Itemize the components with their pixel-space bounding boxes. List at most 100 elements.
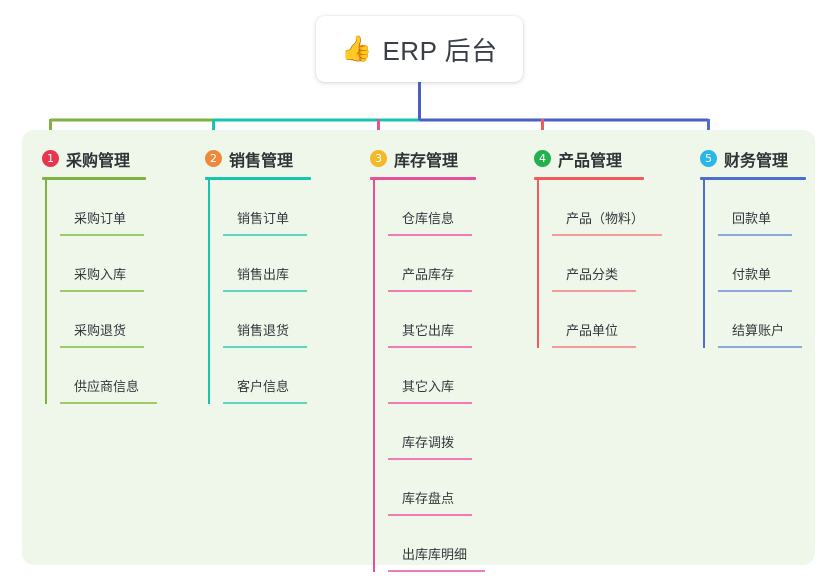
leaf-item[interactable]: 销售退货 [223, 292, 311, 348]
branch-header-underline [534, 177, 644, 180]
leaf-item-label: 回款单 [732, 211, 772, 226]
leaf-item-underline [388, 234, 472, 236]
branch-number-badge: 3 [370, 150, 387, 167]
leaf-item[interactable]: 结算账户 [718, 292, 806, 348]
leaf-item-label: 产品单位 [566, 323, 619, 338]
branch-number-badge: 2 [205, 150, 222, 167]
leaf-item[interactable]: 仓库信息 [388, 180, 476, 236]
branch-number-badge: 4 [534, 150, 551, 167]
leaf-item[interactable]: 客户信息 [223, 348, 311, 404]
leaf-item[interactable]: 产品单位 [552, 292, 644, 348]
leaf-item-underline [223, 346, 307, 348]
leaf-item-underline [552, 290, 636, 292]
branch-header-underline [42, 177, 146, 180]
branch-title: 产品管理 [558, 152, 623, 170]
leaf-item[interactable]: 库存调拨 [388, 404, 476, 460]
branch-column-5: 5 财务管理回款单付款单结算账户 [700, 146, 806, 348]
branch-spine [373, 180, 375, 572]
leaf-item-label: 出库库明细 [402, 547, 468, 562]
branch-header-underline [370, 177, 476, 180]
leaf-item[interactable]: 产品分类 [552, 236, 644, 292]
branch-header-4[interactable]: 4 产品管理 [534, 146, 644, 171]
branch-number-badge: 1 [42, 150, 59, 167]
leaf-item-underline [60, 290, 144, 292]
leaf-item-label: 结算账户 [732, 323, 785, 338]
leaf-item-label: 采购订单 [74, 211, 127, 226]
leaf-item-underline [60, 234, 144, 236]
leaf-item-label: 采购退货 [74, 323, 127, 338]
leaf-item[interactable]: 采购退货 [60, 292, 146, 348]
leaf-item-underline [718, 346, 802, 348]
leaf-item-label: 客户信息 [237, 379, 290, 394]
leaf-item-label: 采购入库 [74, 267, 127, 282]
branch-title: 销售管理 [229, 152, 294, 170]
branch-leaf-list: 销售订单销售出库销售退货客户信息 [205, 180, 311, 404]
branch-number-badge: 5 [700, 150, 717, 167]
branch-spine [208, 180, 210, 404]
leaf-item-underline [718, 290, 792, 292]
branch-header-3[interactable]: 3 库存管理 [370, 146, 476, 171]
branch-column-3: 3 库存管理仓库信息产品库存其它出库其它入库库存调拨库存盘点出库库明细 [370, 146, 485, 572]
leaf-item[interactable]: 库存盘点 [388, 460, 476, 516]
branch-spine [537, 180, 539, 348]
leaf-item-underline [223, 402, 307, 404]
branch-header-5[interactable]: 5 财务管理 [700, 146, 806, 171]
leaf-item-label: 其它出库 [402, 323, 455, 338]
leaf-item-underline [223, 290, 307, 292]
leaf-item[interactable]: 销售订单 [223, 180, 311, 236]
branch-leaf-list: 回款单付款单结算账户 [700, 180, 806, 348]
branch-column-1: 1 采购管理采购订单采购入库采购退货供应商信息 [42, 146, 157, 404]
branch-header-1[interactable]: 1 采购管理 [42, 146, 146, 171]
leaf-item[interactable]: 付款单 [718, 236, 806, 292]
leaf-item-underline [388, 402, 472, 404]
leaf-item-underline [552, 346, 636, 348]
branch-title: 采购管理 [66, 152, 131, 170]
branch-column-4: 4 产品管理产品（物料） 产品分类产品单位 [534, 146, 662, 348]
leaf-item-underline [60, 346, 144, 348]
leaf-item-underline [60, 402, 157, 404]
leaf-item-label: 其它入库 [402, 379, 455, 394]
branch-header-2[interactable]: 2 销售管理 [205, 146, 311, 171]
branch-header-underline [700, 177, 806, 180]
leaf-item-label: 销售退货 [237, 323, 290, 338]
branch-column-2: 2 销售管理销售订单销售出库销售退货客户信息 [205, 146, 311, 404]
leaf-item[interactable]: 采购订单 [60, 180, 146, 236]
leaf-item[interactable]: 采购入库 [60, 236, 146, 292]
root-node-title: ERP 后台 [382, 35, 498, 66]
leaf-item-label: 产品库存 [402, 267, 455, 282]
leaf-item[interactable]: 回款单 [718, 180, 806, 236]
leaf-item[interactable]: 其它入库 [388, 348, 476, 404]
branch-header-underline [205, 177, 311, 180]
leaf-item[interactable]: 供应商信息 [60, 348, 157, 404]
leaf-item-label: 销售订单 [237, 211, 290, 226]
branch-title: 财务管理 [724, 152, 789, 170]
branch-leaf-list: 仓库信息产品库存其它出库其它入库库存调拨库存盘点出库库明细 [370, 180, 485, 572]
leaf-item-underline [223, 234, 307, 236]
leaf-item-label: 产品（物料） [566, 211, 645, 226]
branch-leaf-list: 采购订单采购入库采购退货供应商信息 [42, 180, 157, 404]
leaf-item-underline [388, 346, 472, 348]
leaf-item-underline [718, 234, 792, 236]
leaf-item-underline [388, 458, 472, 460]
branch-spine [703, 180, 705, 348]
leaf-item-label: 产品分类 [566, 267, 619, 282]
leaf-item-label: 库存盘点 [402, 491, 455, 506]
leaf-item-underline [388, 570, 485, 572]
leaf-item-label: 仓库信息 [402, 211, 455, 226]
leaf-item[interactable]: 产品（物料） [552, 180, 662, 236]
root-node[interactable]: 👍 ERP 后台 [316, 16, 523, 82]
leaf-item-underline [388, 290, 472, 292]
branch-leaf-list: 产品（物料） 产品分类产品单位 [534, 180, 662, 348]
branch-spine [45, 180, 47, 404]
leaf-item-underline [552, 234, 662, 236]
leaf-item[interactable]: 其它出库 [388, 292, 476, 348]
leaf-item-underline [388, 514, 472, 516]
leaf-item[interactable]: 出库库明细 [388, 516, 485, 572]
leaf-item-label: 销售出库 [237, 267, 290, 282]
leaf-item-label: 库存调拨 [402, 435, 455, 450]
leaf-item[interactable]: 销售出库 [223, 236, 311, 292]
leaf-item-label: 供应商信息 [74, 379, 140, 394]
branch-title: 库存管理 [394, 152, 459, 170]
thumbs-up-icon: 👍 [341, 34, 373, 63]
leaf-item[interactable]: 产品库存 [388, 236, 476, 292]
